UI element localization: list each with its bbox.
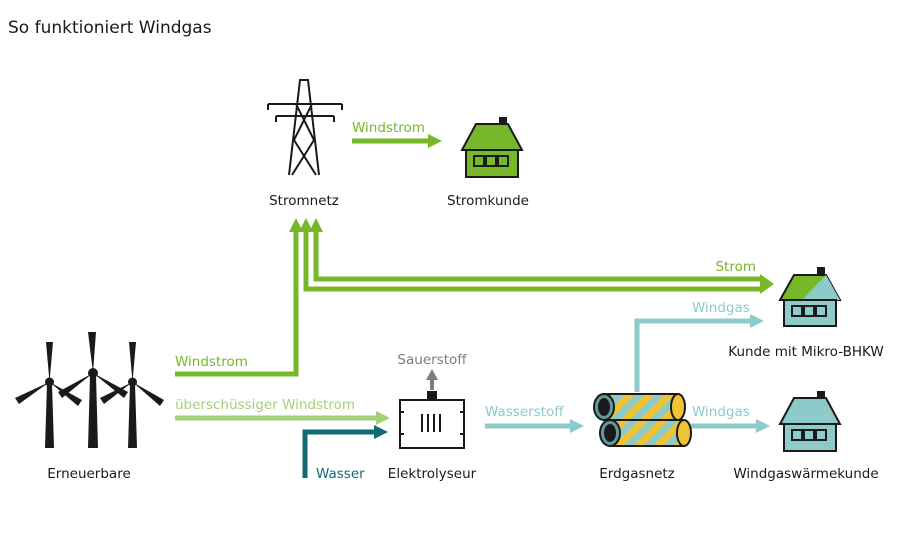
node-label-heat-customer: Windgaswärmekunde xyxy=(733,466,878,482)
flow-label-wind-to-grid: Windstrom xyxy=(175,354,248,370)
flow-label-to-heat: Windgas xyxy=(692,404,750,420)
electrolyser-icon xyxy=(399,391,465,449)
house-chp-icon xyxy=(778,267,842,327)
flow-line-grid-to-chp xyxy=(303,228,762,292)
house-blue-icon xyxy=(778,391,842,452)
flow-label-to-chp-gas: Windgas xyxy=(692,300,750,316)
arrowhead-hydrogen xyxy=(570,419,584,433)
arrowhead-oxygen xyxy=(426,369,438,380)
flow-line-gas-to-chp xyxy=(634,318,752,392)
flow-label-surplus: überschüssiger Windstrom xyxy=(175,397,355,413)
node-label-power-customer: Stromkunde xyxy=(447,193,529,209)
flow-line-grid-to-chp-2 xyxy=(313,228,762,282)
node-label-grid: Stromnetz xyxy=(269,193,339,209)
arrowhead-to-chp-power xyxy=(760,274,774,294)
flow-line-wind-to-grid xyxy=(175,228,299,377)
node-label-gas-grid: Erdgasnetz xyxy=(599,466,675,482)
house-green-icon xyxy=(460,117,524,178)
arrowhead-surplus xyxy=(376,411,390,425)
node-label-electrolyser: Elektrolyseur xyxy=(388,466,477,482)
gas-pipes-icon xyxy=(593,393,692,447)
arrowhead-gas-to-heat xyxy=(756,419,770,433)
flow-label-hydrogen: Wasserstoff xyxy=(485,404,564,420)
flow-label-to-chp-power: Strom xyxy=(715,259,756,275)
node-label-renewables: Erneuerbare xyxy=(47,466,131,482)
arrowhead-gas-to-chp xyxy=(750,314,764,328)
power-pylon-icon xyxy=(267,79,343,176)
arrowhead-water xyxy=(374,425,388,439)
wind-turbines-icon xyxy=(15,332,164,448)
arrowhead-grid-up-1 xyxy=(299,218,313,232)
arrowhead-grid-up-2 xyxy=(309,218,323,232)
flow-label-water: Wasser xyxy=(316,466,365,482)
arrowhead-wind-to-grid xyxy=(289,218,303,232)
arrowhead-grid-to-customer xyxy=(428,134,442,148)
flow-label-grid-to-customer: Windstrom xyxy=(352,120,425,136)
flow-label-oxygen: Sauerstoff xyxy=(397,352,467,368)
node-label-chp-customer: Kunde mit Mikro-BHKW xyxy=(728,344,883,360)
page-title: So funktioniert Windgas xyxy=(8,18,212,38)
flow-line-water xyxy=(302,429,376,478)
